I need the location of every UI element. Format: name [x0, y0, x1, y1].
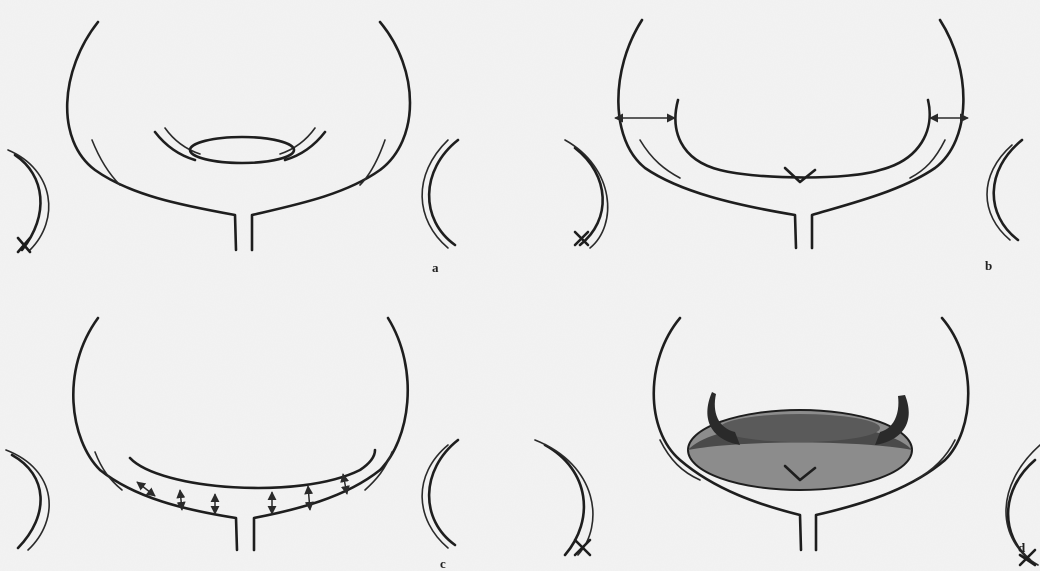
panel-label-d: d [1018, 540, 1026, 555]
panel-label-a: a [432, 260, 439, 275]
panel-label-b: b [985, 258, 992, 273]
panel-label-c: c [440, 556, 446, 571]
